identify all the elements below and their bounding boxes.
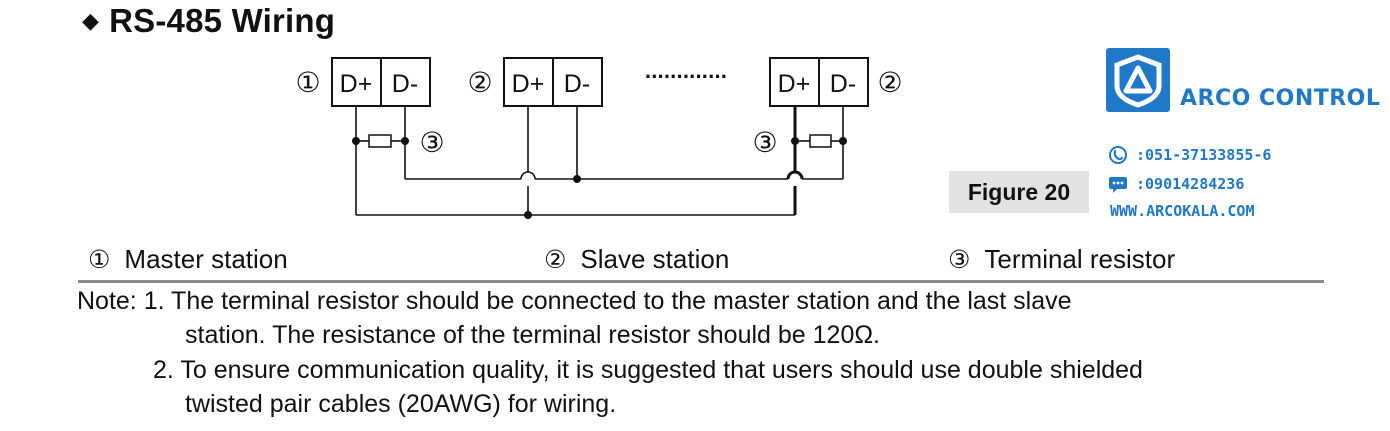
phone-icon (1108, 145, 1130, 165)
phone-number: :051-37133855-6 (1136, 146, 1272, 164)
legend-slave: ② Slave station (544, 244, 729, 275)
chat-icon (1108, 174, 1130, 194)
terminal-label: D- (392, 70, 418, 98)
wires (355, 106, 844, 216)
legend-resistor: ③ Terminal resistor (948, 244, 1175, 275)
legend-label: Slave station (580, 244, 730, 274)
legend-number: ③ (948, 245, 971, 274)
slave-marker: ② (467, 67, 492, 98)
legend-label: Terminal resistor (984, 244, 1176, 274)
legend-label: Master station (124, 244, 288, 274)
section-heading: ◆ RS-485 Wiring (82, 2, 335, 40)
note-1-line-1: Note: 1. The terminal resistor should be… (77, 286, 1072, 316)
resistor-marker: ③ (419, 127, 444, 158)
figure-label: Figure 20 (949, 171, 1089, 213)
section-title: RS-485 Wiring (109, 2, 336, 39)
note-1-line-2: station. The resistance of the terminal … (185, 321, 880, 349)
slave-marker: ② (877, 67, 902, 98)
note-2-line-1: 2. To ensure communication quality, it i… (153, 356, 1143, 384)
legend-number: ② (544, 245, 567, 274)
note-prefix: Note: (77, 287, 144, 315)
resistor-marker: ③ (752, 127, 777, 158)
mobile-number: :09014284236 (1136, 175, 1245, 193)
terminal-label: D+ (778, 70, 811, 98)
website-link[interactable]: WWW.ARCOKALA.COM (1110, 202, 1255, 220)
junction-dots (352, 137, 847, 219)
legend-number: ① (88, 245, 111, 274)
brand-name: ARCO CONTROL (1180, 86, 1381, 111)
terminal-label: D- (564, 70, 590, 98)
note-2-line-2: twisted pair cables (20AWG) for wiring. (185, 390, 617, 418)
terminal-label: D- (830, 70, 856, 98)
legend-master: ① Master station (88, 244, 288, 275)
diamond-bullet-icon: ◆ (82, 8, 100, 33)
terminal-label: D+ (512, 70, 545, 98)
note-text: 1. The terminal resistor should be conne… (143, 287, 1072, 315)
terminal-resistor-icon (368, 134, 392, 148)
divider (78, 280, 1324, 283)
mobile-line: :09014284236 (1108, 174, 1244, 194)
arco-logo-icon (1106, 48, 1170, 112)
terminal-resistor-icon (809, 134, 832, 148)
phone-line: :051-37133855-6 (1108, 145, 1271, 165)
ellipsis-dots: ············· (645, 64, 727, 89)
master-marker: ① (295, 67, 320, 98)
terminal-label: D+ (340, 70, 373, 98)
